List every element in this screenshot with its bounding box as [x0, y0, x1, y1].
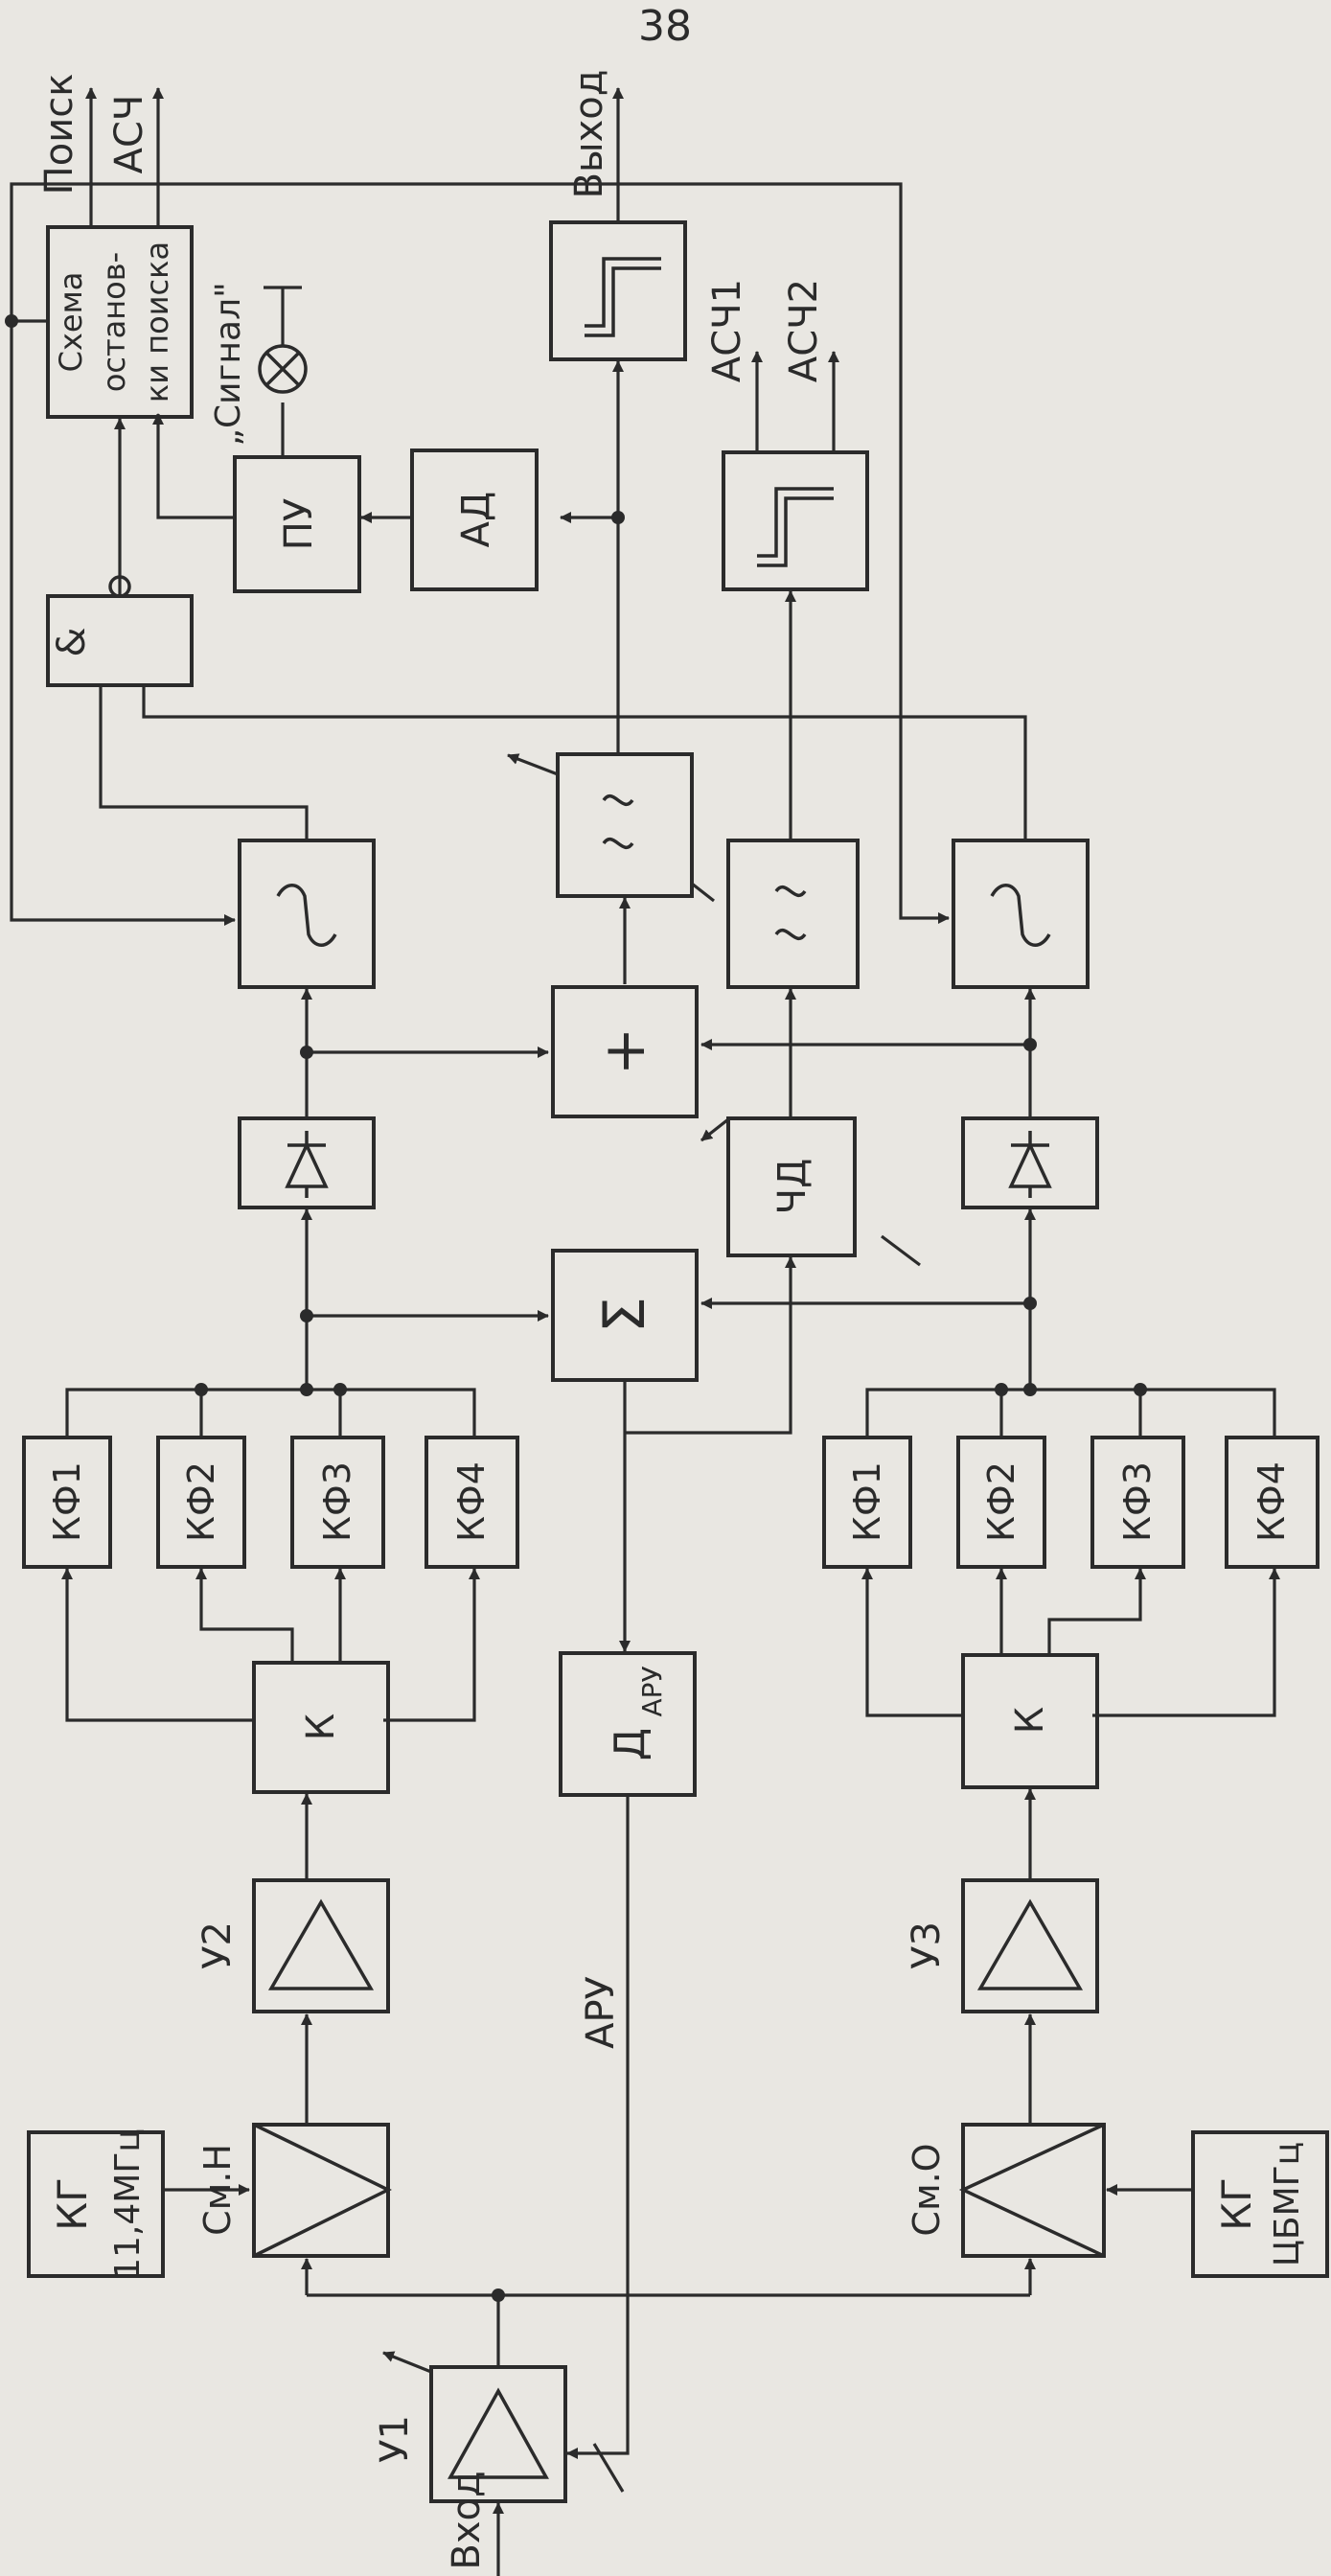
- detector-top: [238, 1116, 376, 1209]
- agc-detector-label: Д: [606, 1728, 654, 1760]
- afc2-label: АСЧ2: [782, 279, 826, 382]
- filter-bottom-4: КФ4: [1225, 1436, 1320, 1569]
- oscillator-n-label-1: КГ: [49, 2177, 96, 2230]
- and-gate: &: [46, 575, 194, 687]
- search-stop-label-2: останов-: [96, 252, 132, 392]
- filter-top-2-label: КФ2: [180, 1461, 222, 1542]
- hysteresis-icon: [757, 487, 834, 567]
- mixer-cross-icon: [253, 2123, 392, 2258]
- switch-top-label: К: [299, 1714, 343, 1740]
- filter-top-1: КФ1: [22, 1436, 112, 1569]
- search-label: Поиск: [37, 74, 81, 196]
- threshold-unit: ПУ: [233, 455, 361, 593]
- mixer-n-label: См.Н: [196, 2144, 239, 2236]
- detector-bottom: [961, 1116, 1099, 1209]
- junction-dots: [5, 314, 1147, 2302]
- filter-bottom-2-label: КФ2: [980, 1461, 1022, 1542]
- filter-top-2: КФ2: [156, 1436, 246, 1569]
- triangle-icon: [267, 1898, 375, 1990]
- shaper-output: [549, 220, 687, 361]
- wire-agc: [566, 1797, 630, 2459]
- triangle-icon: [976, 1898, 1084, 1990]
- triangle-icon: [447, 2387, 549, 2479]
- filter-bottom-3-label: КФ3: [1116, 1461, 1159, 1542]
- summer-symbol: Σ: [591, 1297, 658, 1333]
- lowpass-filter-1: [556, 752, 694, 898]
- integrator-bottom: [952, 839, 1090, 989]
- filter-bottom-4-label: КФ4: [1251, 1461, 1293, 1542]
- diode-icon: [1008, 1131, 1052, 1198]
- filter-top-1-label: КФ1: [46, 1461, 88, 1542]
- amplifier-u2-label: У2: [195, 1921, 240, 1969]
- shaper-afc: [722, 450, 869, 591]
- integral-icon: [276, 884, 337, 947]
- filter-top-4: КФ4: [425, 1436, 519, 1569]
- inverter-bubble: [108, 575, 131, 598]
- page-number: 38: [638, 2, 692, 51]
- amplifier-u1-label: У1: [373, 2415, 417, 2463]
- amplifier-u3: У3: [905, 1878, 1099, 2013]
- oscillator-o-label-2: ЦБМГц: [1268, 2142, 1307, 2266]
- amplitude-detector-label: АД: [454, 492, 498, 548]
- filter-top-3: КФ3: [290, 1436, 385, 1569]
- oscillator-n: КГ 11,4МГц: [27, 2128, 165, 2280]
- signal-lamp-label: „Сигнал": [209, 282, 248, 446]
- frequency-detector-label: ЧД: [770, 1159, 815, 1215]
- afc1-label: АСЧ1: [705, 279, 749, 382]
- diode-icon: [285, 1131, 329, 1198]
- and-gate-label: &: [50, 627, 94, 656]
- filter-top-4-label: КФ4: [450, 1461, 493, 1542]
- frequency-detector: ЧД: [726, 1116, 857, 1257]
- agc-detector-sub: АРУ: [636, 1666, 668, 1716]
- search-stop-circuit: Схема останов- ки поиска: [46, 225, 194, 419]
- adder-symbol: +: [591, 1027, 658, 1075]
- tilde-icon: [602, 794, 634, 850]
- filter-bottom-3: КФ3: [1090, 1436, 1185, 1569]
- amplitude-detector: АД: [410, 448, 539, 591]
- amplifier-u1: У1: [373, 2365, 567, 2503]
- filter-bottom-2: КФ2: [956, 1436, 1046, 1569]
- oscillator-o: КГ ЦБМГц: [1191, 2130, 1329, 2278]
- filter-bottom-1-label: КФ1: [846, 1461, 888, 1542]
- switch-top: К: [252, 1661, 390, 1794]
- input-label: Вход: [445, 2471, 489, 2569]
- oscillator-o-label-1: КГ: [1213, 2177, 1260, 2230]
- amplifier-u3-label: У3: [905, 1921, 949, 1969]
- lowpass-filter-2: [726, 839, 860, 989]
- mixer-o: См.О: [906, 2123, 1106, 2258]
- integral-icon: [990, 884, 1051, 947]
- agc-label: АРУ: [579, 1976, 623, 2049]
- signal-lamp: „Сигнал": [209, 282, 308, 447]
- integrator-top: [238, 839, 376, 989]
- switch-bottom: К: [961, 1653, 1099, 1789]
- search-stop-label-1: Схема: [53, 272, 89, 373]
- wire-reset: [10, 319, 236, 926]
- wiring: [10, 87, 1280, 2576]
- mixer-n: См.Н: [196, 2123, 392, 2258]
- tilde-icon: [774, 885, 807, 941]
- hysteresis-icon: [585, 257, 661, 337]
- oscillator-n-label-2: 11,4МГц: [108, 2128, 148, 2280]
- output-label: Выход: [567, 70, 611, 199]
- search-stop-label-3: ки поиска: [139, 242, 175, 402]
- mixer-o-label: См.О: [906, 2143, 948, 2236]
- summer: Σ: [551, 1249, 699, 1382]
- filter-top-3-label: КФ3: [316, 1461, 358, 1542]
- mixer-cross-icon: [958, 2123, 1105, 2258]
- switch-bottom-label: К: [1008, 1707, 1052, 1734]
- afc-label: АСЧ: [107, 95, 151, 174]
- threshold-unit-label: ПУ: [277, 498, 321, 550]
- filter-bottom-1: КФ1: [822, 1436, 912, 1569]
- agc-detector: Д АРУ: [559, 1651, 697, 1797]
- amplifier-u2: У2: [195, 1878, 390, 2013]
- adder: +: [551, 985, 699, 1118]
